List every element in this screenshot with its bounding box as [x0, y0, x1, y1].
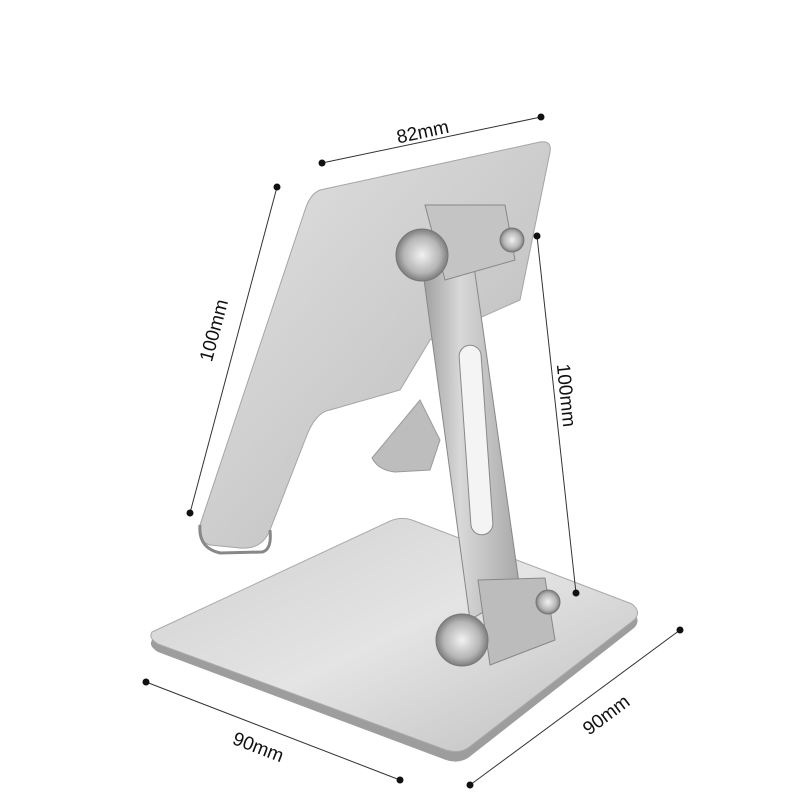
dimension-label-right: 100mm [552, 363, 580, 428]
dimension-label-top: 82mm [395, 117, 451, 149]
dimension-label-left: 100mm [196, 297, 233, 364]
dimension-right: 100mm [533, 232, 580, 597]
upper-hinge-knob [395, 228, 449, 282]
support-arm [395, 204, 561, 667]
lower-hinge-knob [435, 613, 489, 667]
dimension-label-bottom-left: 90mm [230, 729, 287, 768]
base-plate [150, 517, 638, 762]
